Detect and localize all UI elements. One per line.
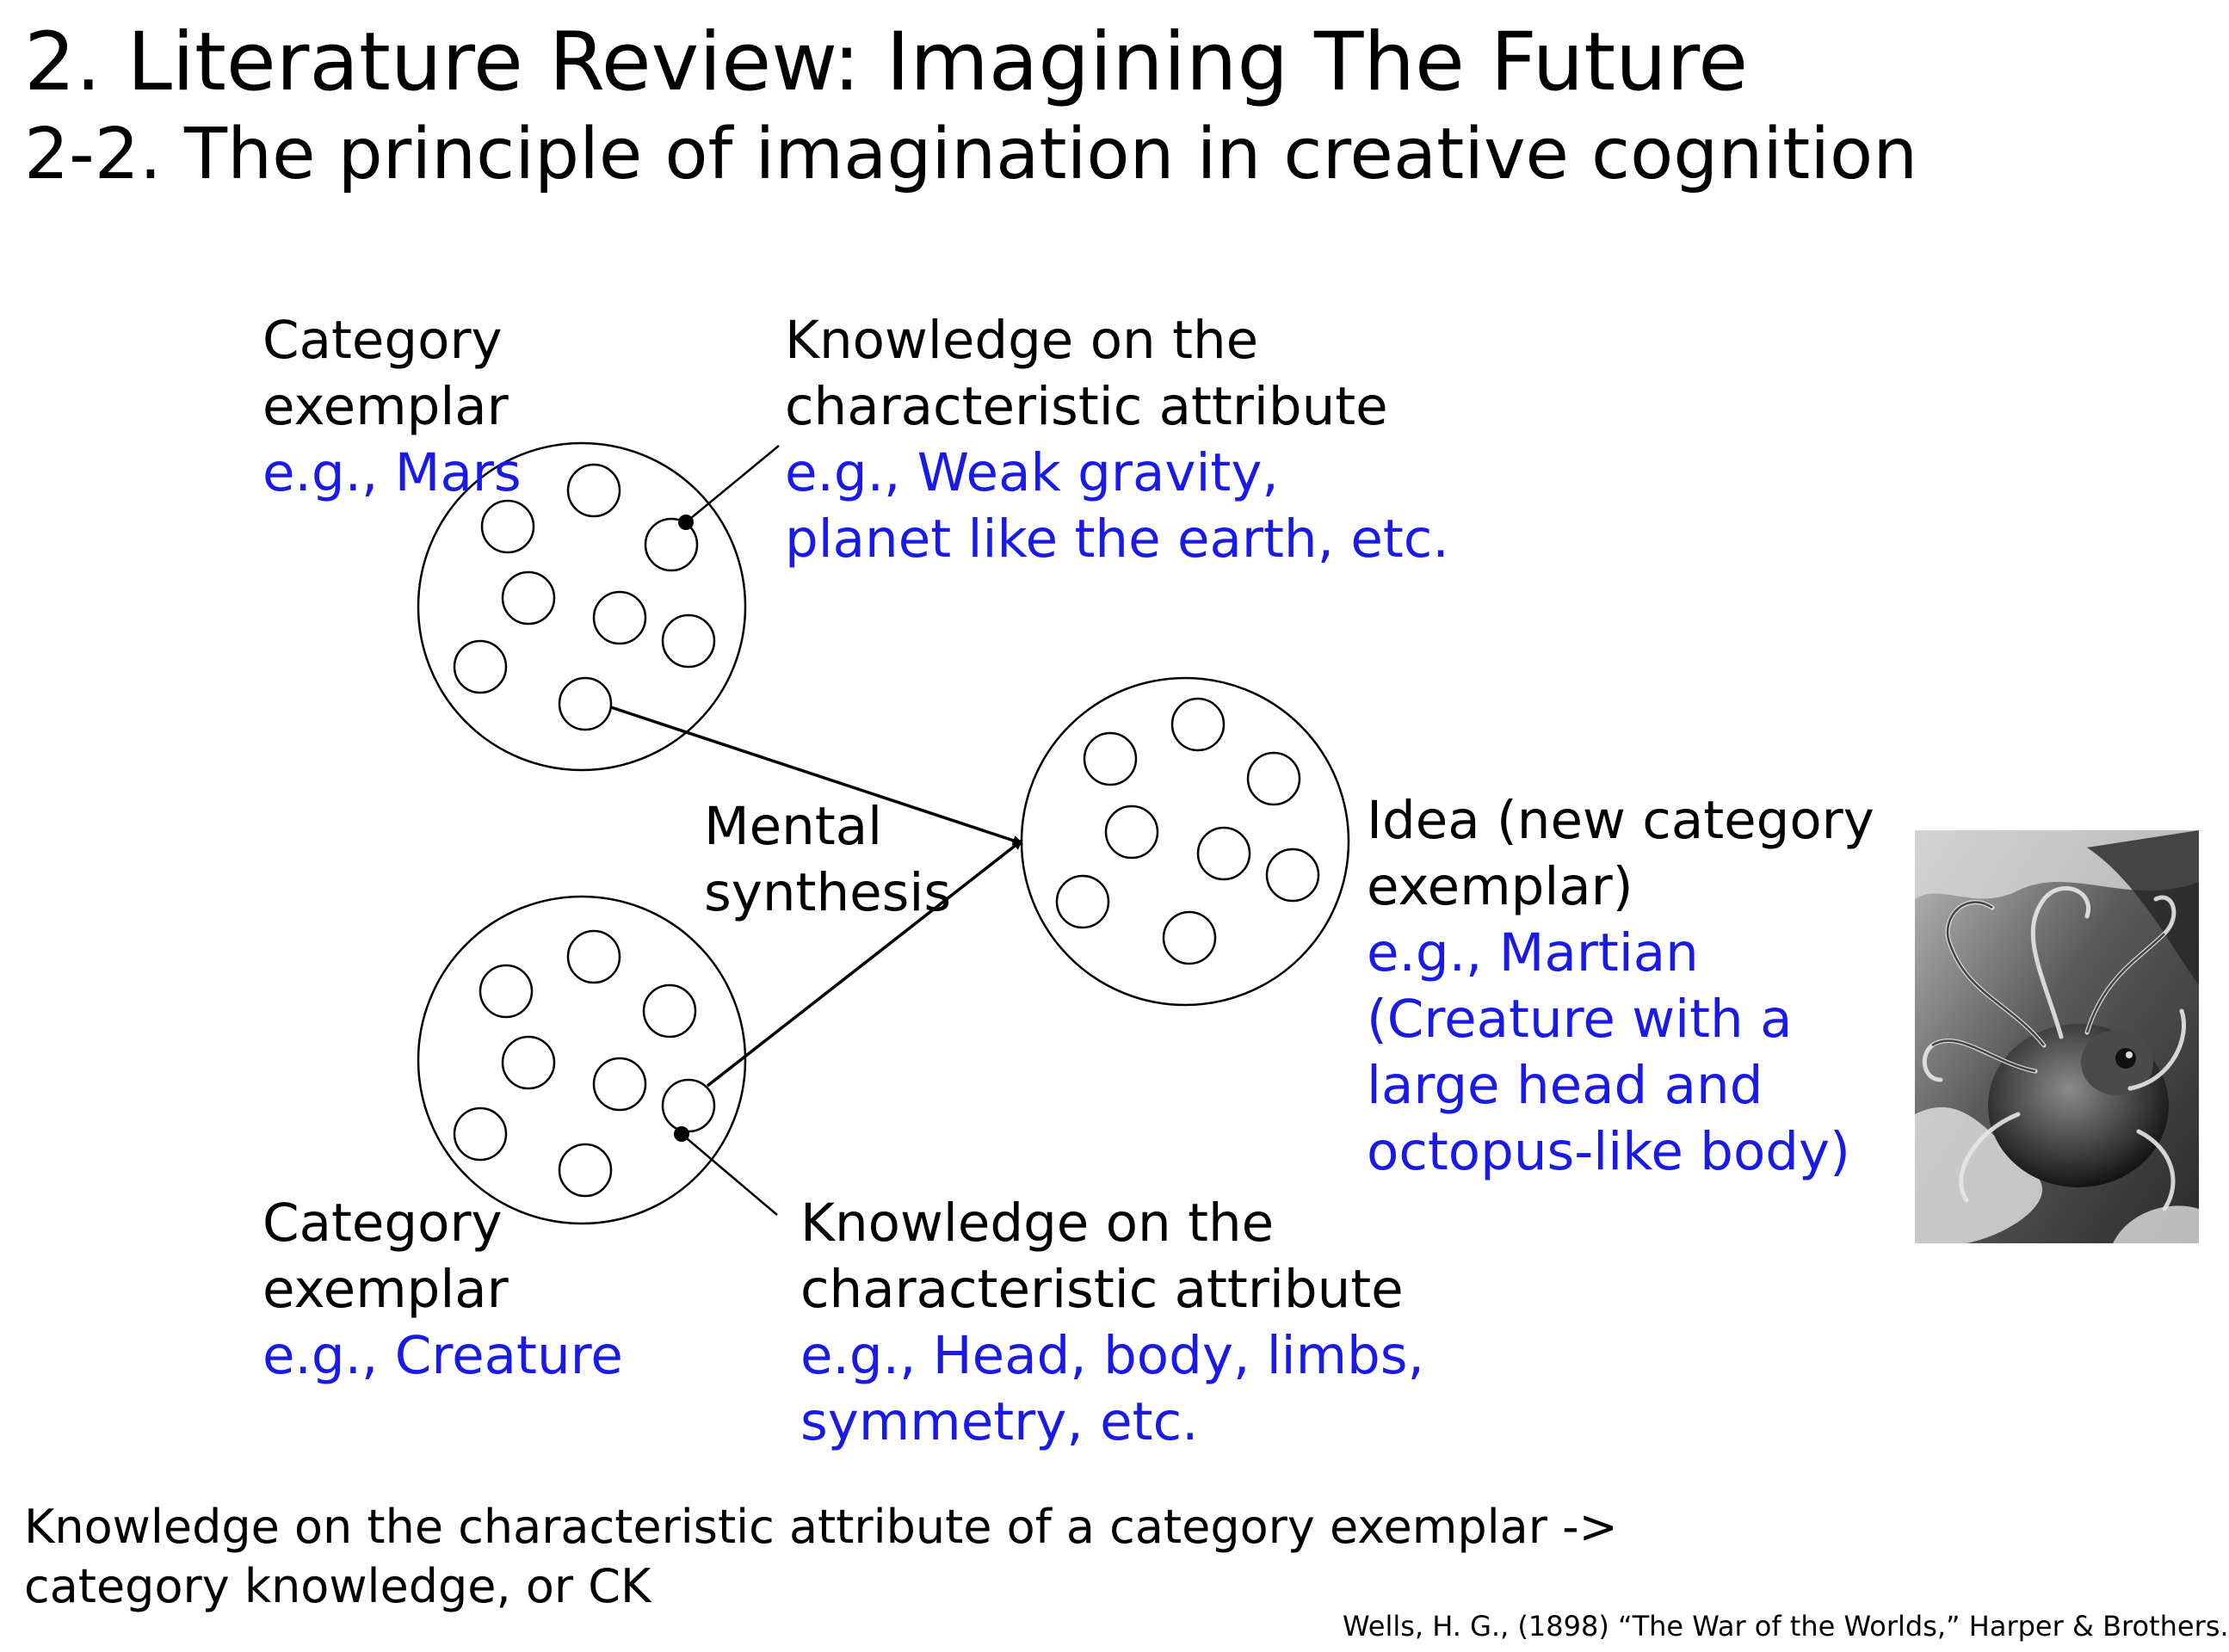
idea-example4: octopus-like body) bbox=[1367, 1121, 1850, 1182]
top-knowledge-example2: planet like the earth, etc. bbox=[785, 509, 1449, 570]
top-exemplar-label: Category exemplar e.g., Mars bbox=[262, 307, 522, 506]
synthesis-line2: synthesis bbox=[704, 862, 952, 923]
bottom-knowledge-dot bbox=[674, 1126, 689, 1142]
footer-line1: Knowledge on the characteristic attribut… bbox=[24, 1500, 1618, 1554]
synthesis-line1: Mental bbox=[704, 796, 883, 857]
bottom-category-circle bbox=[417, 895, 747, 1225]
idea-label: Idea (new category exemplar) e.g., Marti… bbox=[1367, 787, 1874, 1185]
citation: Wells, H. G., (1898) “The War of the Wor… bbox=[1343, 1610, 2229, 1643]
bottom-knowledge-example2: symmetry, etc. bbox=[800, 1391, 1199, 1452]
top-exemplar-line1: Category bbox=[262, 310, 503, 371]
mental-synthesis-label: Mental synthesis bbox=[704, 793, 951, 926]
bottom-knowledge-line1: Knowledge on the bbox=[800, 1193, 1275, 1254]
bottom-knowledge-example1: e.g., Head, body, limbs, bbox=[800, 1325, 1424, 1386]
top-exemplar-example: e.g., Mars bbox=[262, 442, 522, 503]
idea-circle bbox=[1020, 676, 1350, 1007]
top-knowledge-line2: characteristic attribute bbox=[785, 376, 1388, 437]
footer-line2: category knowledge, or CK bbox=[24, 1559, 651, 1613]
bottom-knowledge-pointer bbox=[681, 1133, 778, 1216]
top-category-circle bbox=[417, 441, 747, 772]
idea-line1: Idea (new category bbox=[1367, 790, 1874, 851]
bottom-exemplar-line2: exemplar bbox=[262, 1259, 509, 1320]
bottom-exemplar-label: Category exemplar e.g., Creature bbox=[262, 1190, 623, 1389]
idea-example1: e.g., Martian bbox=[1367, 922, 1699, 983]
page-title: 2. Literature Review: Imagining The Futu… bbox=[24, 15, 1749, 109]
page-subtitle: 2-2. The principle of imagination in cre… bbox=[24, 114, 1918, 195]
martian-illustration bbox=[1915, 830, 2199, 1243]
bottom-knowledge-line2: characteristic attribute bbox=[800, 1259, 1404, 1320]
synthesis-arrow-bottom bbox=[706, 839, 1023, 1088]
top-knowledge-line1: Knowledge on the bbox=[785, 310, 1259, 371]
top-knowledge-example1: e.g., Weak gravity, bbox=[785, 442, 1279, 503]
top-knowledge-label: Knowledge on the characteristic attribut… bbox=[785, 307, 1449, 572]
footer-note: Knowledge on the characteristic attribut… bbox=[24, 1497, 1618, 1616]
top-knowledge-dot bbox=[678, 515, 694, 530]
bottom-knowledge-label: Knowledge on the characteristic attribut… bbox=[800, 1190, 1424, 1455]
synthesis-arrow-top bbox=[610, 706, 1023, 846]
idea-line2: exemplar) bbox=[1367, 856, 1633, 917]
idea-example2: (Creature with a bbox=[1367, 989, 1793, 1050]
top-knowledge-pointer bbox=[685, 445, 780, 523]
bottom-exemplar-line1: Category bbox=[262, 1193, 503, 1254]
top-exemplar-line2: exemplar bbox=[262, 376, 509, 437]
bottom-exemplar-example: e.g., Creature bbox=[262, 1325, 623, 1386]
idea-example3: large head and bbox=[1367, 1055, 1763, 1116]
